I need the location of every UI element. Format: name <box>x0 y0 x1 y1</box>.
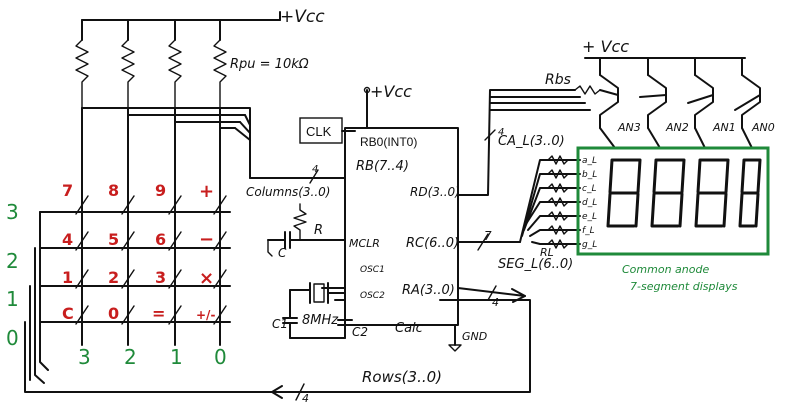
rpu-label: Rpu = 10kΩ <box>230 57 309 72</box>
ra-bus: 4 <box>457 285 526 309</box>
keypad-columns <box>81 107 346 346</box>
key-label: + <box>199 181 214 202</box>
pin-ra: RA(3..0) <box>402 283 455 298</box>
display-caption-line2: 7-segment displays <box>630 280 738 293</box>
seven-segment-digit <box>650 158 686 228</box>
rows-bus-width: 4 <box>302 392 309 405</box>
anode-driver-bus: 4 CA_L(3..0) Rbs <box>457 72 601 196</box>
display-module <box>576 146 770 256</box>
keypad-switches <box>75 195 227 325</box>
chip-name: Calc <box>395 321 423 336</box>
ca-bus-width: 4 <box>498 127 504 138</box>
segment-label: f_L <box>582 226 595 236</box>
key-label: × <box>199 268 214 289</box>
row-label: 3 <box>6 200 19 224</box>
row-label: 0 <box>6 326 19 350</box>
rl-label: RL <box>540 246 554 259</box>
key-label: 4 <box>62 230 73 249</box>
key-label: 9 <box>155 181 166 200</box>
column-label: 0 <box>214 345 227 369</box>
crystal-label: 8MHz <box>302 313 339 328</box>
segment-label: e_L <box>582 212 597 222</box>
key-label: − <box>199 229 214 250</box>
segment-label: g_L <box>582 240 597 250</box>
clk-source <box>299 117 343 144</box>
key-label: 1 <box>62 268 73 287</box>
columns-bus-width: 4 <box>312 164 318 175</box>
column-label: 1 <box>170 345 183 369</box>
clk-label: CLK <box>306 124 332 139</box>
pin-mclr: MCLR <box>349 237 380 250</box>
anode-label: AN3 <box>617 121 641 134</box>
pullup-resistors <box>75 11 281 109</box>
segment-label: a_L <box>582 156 597 166</box>
seven-segment-digit <box>694 158 730 228</box>
pin-rb74: RB(7..4) <box>356 159 409 174</box>
mcu-chip <box>344 127 459 326</box>
key-label: 8 <box>108 181 119 200</box>
vcc-right-label: + Vcc <box>582 37 629 56</box>
keypad-keys: 7 8 9 + 4 5 6 − 1 2 3 × C 0 = +/- <box>62 181 215 323</box>
ra-bus-width: 4 <box>492 296 499 309</box>
vcc-mcu-label: +Vcc <box>370 82 412 101</box>
c1-label: C1 <box>272 317 288 331</box>
key-label: C <box>62 304 74 323</box>
gnd-label: GND <box>462 330 487 343</box>
columns-bus-label: Columns(3..0) <box>246 185 330 199</box>
display-caption-line1: Common anode <box>622 263 709 276</box>
row-label: 1 <box>6 287 19 311</box>
reset-resistor-label: R <box>314 223 323 238</box>
seven-segment-digit <box>606 158 642 228</box>
key-label: +/- <box>196 308 215 322</box>
key-label: 6 <box>155 230 166 249</box>
key-label: 3 <box>155 268 166 287</box>
crystal-oscillator: C1 C2 8MHz <box>272 282 368 339</box>
reset-network: R C <box>267 203 346 260</box>
column-label: 2 <box>124 345 137 369</box>
pin-rb0: RB0(INT0) <box>360 135 417 149</box>
anode-label: AN0 <box>751 121 775 134</box>
seven-segment-digit <box>738 158 762 228</box>
segment-label: b_L <box>582 170 597 180</box>
segment-labels: a_L b_L c_L d_L e_L f_L g_L <box>582 156 597 250</box>
pnp-drivers <box>584 57 761 149</box>
rbs-label: Rbs <box>545 72 571 88</box>
seg-bus-label: SEG_L(6..0) <box>498 257 573 272</box>
anode-label: AN1 <box>712 121 736 134</box>
pin-osc2: OSC2 <box>360 291 385 301</box>
pin-rc: RC(6..0) <box>406 236 459 251</box>
key-label: 2 <box>108 268 119 287</box>
segment-label: d_L <box>582 198 597 208</box>
keypad-index-labels: 3 2 1 0 3 2 1 0 <box>6 200 227 369</box>
column-label: 3 <box>78 345 91 369</box>
seg-bus-width: 7 <box>484 229 492 243</box>
keypad-rows <box>24 211 531 401</box>
c2-label: C2 <box>352 325 368 339</box>
ca-bus-label: CA_L(3..0) <box>498 134 565 149</box>
rows-bus-label: Rows(3..0) <box>362 368 442 386</box>
pin-rd: RD(3..0) <box>410 185 460 199</box>
segment-bus: 7 SEG_L(6..0) RL <box>457 155 581 272</box>
reset-capacitor-label: C <box>278 246 287 260</box>
vcc-top-label: +Vcc <box>280 7 325 27</box>
pin-osc1: OSC1 <box>360 265 385 275</box>
key-label: 0 <box>108 304 119 323</box>
key-label: 7 <box>62 181 73 200</box>
segment-label: c_L <box>582 184 596 194</box>
row-label: 2 <box>6 249 19 273</box>
anode-label: AN2 <box>665 121 689 134</box>
key-label: = <box>152 304 165 323</box>
key-label: 5 <box>108 230 119 249</box>
